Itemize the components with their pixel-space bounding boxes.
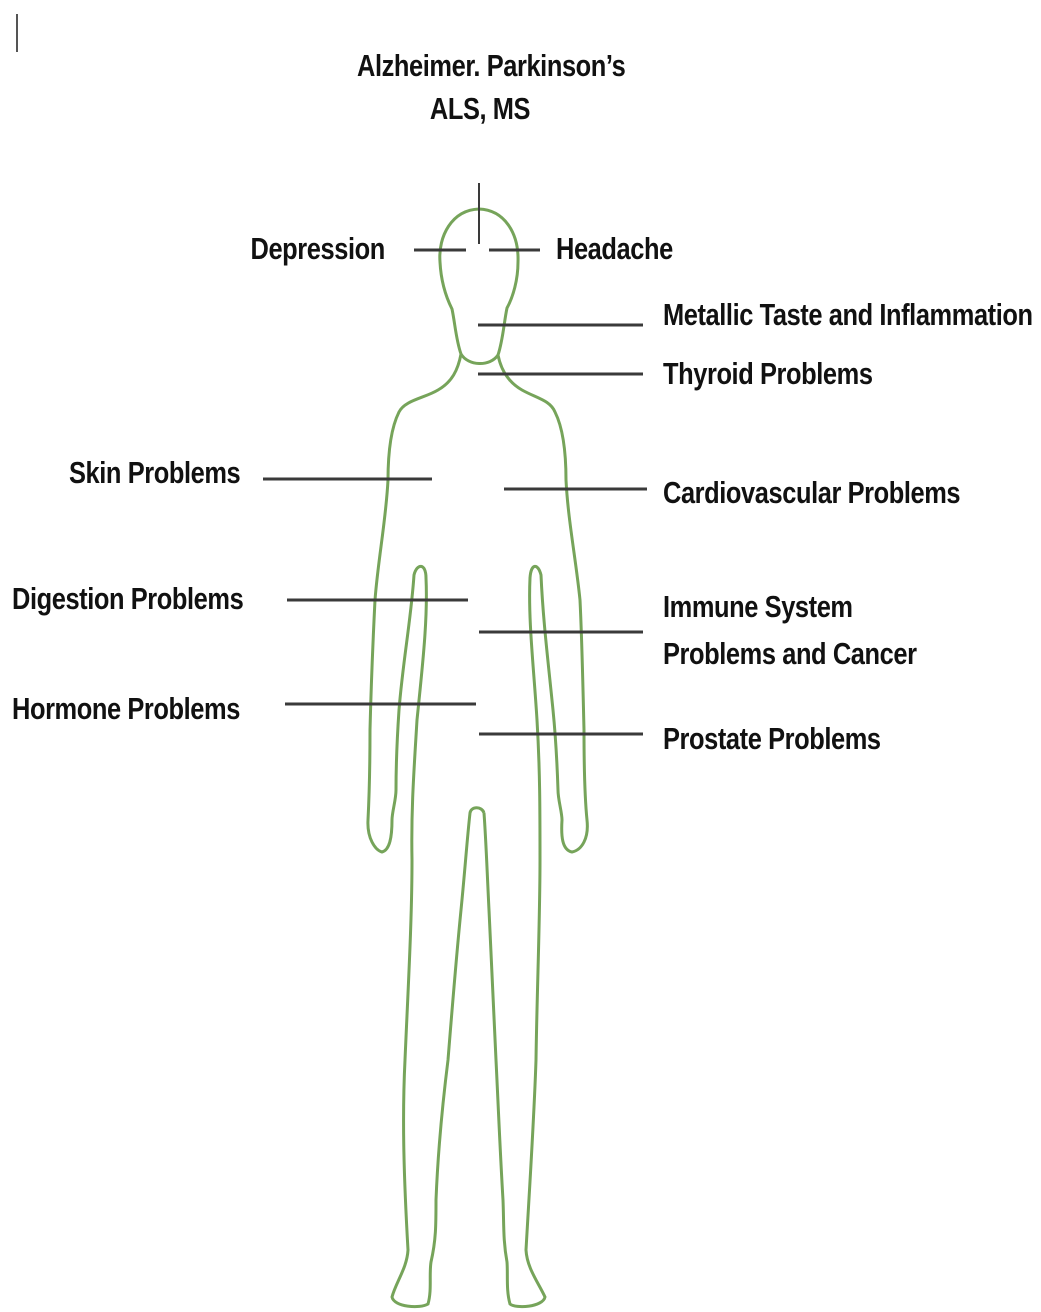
label-headache: Headache [556,230,673,267]
title-line-2: ALS, MS [357,90,603,127]
label-thyroid-problems: Thyroid Problems [663,355,873,392]
label-digestion-problems: Digestion Problems [12,580,243,617]
body-outline-right [484,355,587,1307]
label-prostate-problems: Prostate Problems [663,720,881,757]
label-cardiovascular-problems: Cardiovascular Problems [663,474,960,511]
body-outline-left [368,354,484,1307]
label-immune-system: Immune System Problems and Cancer [663,588,917,672]
label-depression: Depression [251,230,385,267]
label-hormone-problems: Hormone Problems [12,690,240,727]
label-skin-problems: Skin Problems [69,454,240,491]
label-immune-line-2: Problems and Cancer [663,635,917,672]
title-line-1: Alzheimer. Parkinson’s [357,47,603,84]
diagram-title: Alzheimer. Parkinson’s ALS, MS [357,47,603,127]
label-immune-line-1: Immune System [663,588,917,625]
label-metallic-taste: Metallic Taste and Inflammation [663,296,1033,333]
